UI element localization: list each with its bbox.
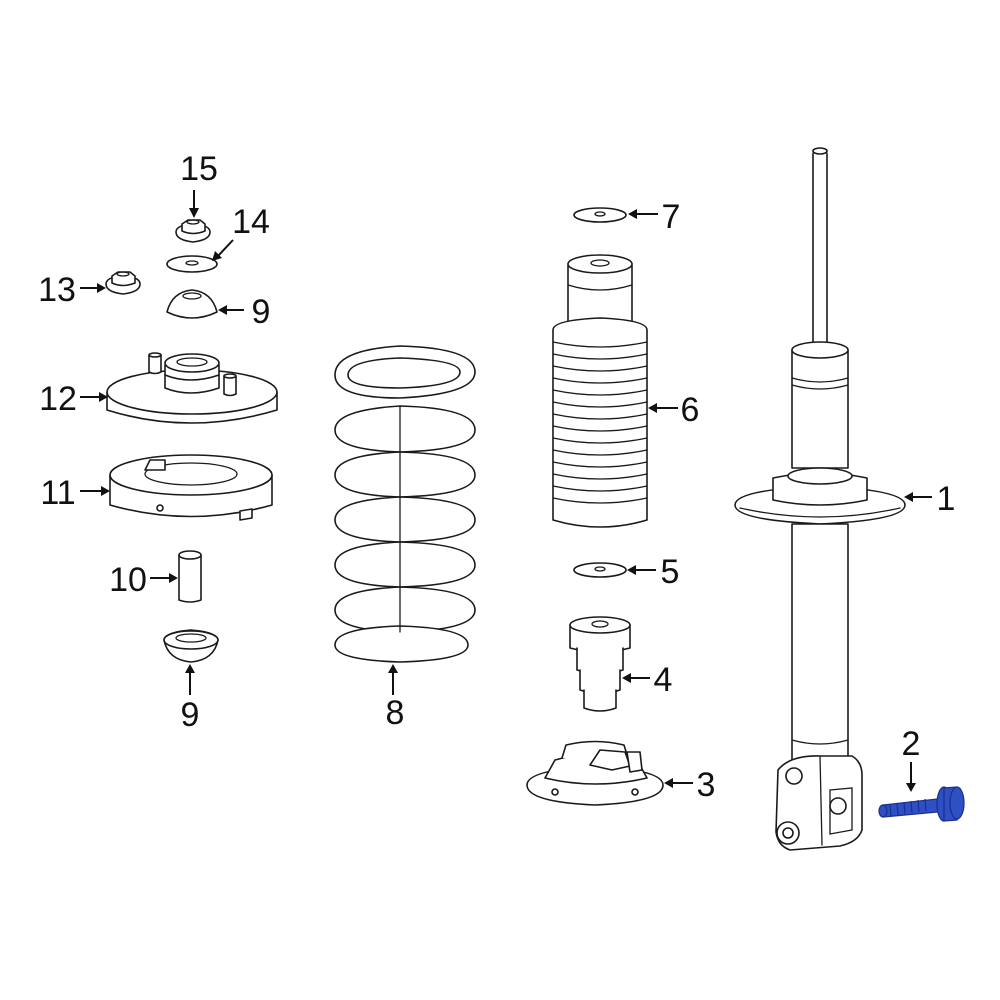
part-7-washer[interactable] (573, 207, 627, 223)
part-11-spring-insulator[interactable] (109, 454, 273, 521)
callout-3: 3 (697, 766, 716, 804)
callout-6: 6 (681, 391, 700, 429)
callout-9-top: 9 (252, 293, 271, 331)
part-4-bump-stop[interactable] (569, 616, 631, 712)
callout-14: 14 (232, 203, 270, 241)
part-12-upper-mount[interactable] (106, 352, 278, 424)
part-1-shock-absorber[interactable] (734, 147, 906, 851)
callout-4: 4 (654, 661, 673, 699)
callout-5: 5 (661, 553, 680, 591)
callout-labels: 15 14 13 9 12 11 10 9 8 7 6 5 4 3 2 1 (38, 150, 955, 804)
callout-10: 10 (109, 561, 147, 599)
part-5-washer[interactable] (573, 562, 627, 578)
part-15-nut[interactable] (175, 219, 211, 243)
callout-12: 12 (39, 380, 77, 418)
part-6-dust-boot[interactable] (552, 254, 648, 528)
part-8-coil-spring[interactable] (334, 345, 476, 663)
part-13-nut[interactable] (105, 271, 141, 295)
part-10-sleeve[interactable] (178, 550, 202, 603)
callout-7: 7 (662, 198, 681, 236)
callout-15: 15 (180, 150, 218, 188)
part-2-bolt[interactable] (878, 786, 965, 822)
callout-1: 1 (937, 480, 956, 518)
part-14-washer[interactable] (166, 255, 218, 273)
callout-9-bottom: 9 (181, 696, 200, 734)
callout-13: 13 (38, 271, 76, 309)
callout-8: 8 (386, 694, 405, 732)
part-9-upper-bushing[interactable] (166, 289, 218, 319)
part-9-lower-bushing[interactable] (163, 629, 219, 663)
leader-arrows (80, 190, 932, 792)
part-3-lower-spring-seat[interactable] (526, 740, 664, 806)
callout-2: 2 (902, 725, 921, 763)
callout-11: 11 (40, 474, 75, 512)
